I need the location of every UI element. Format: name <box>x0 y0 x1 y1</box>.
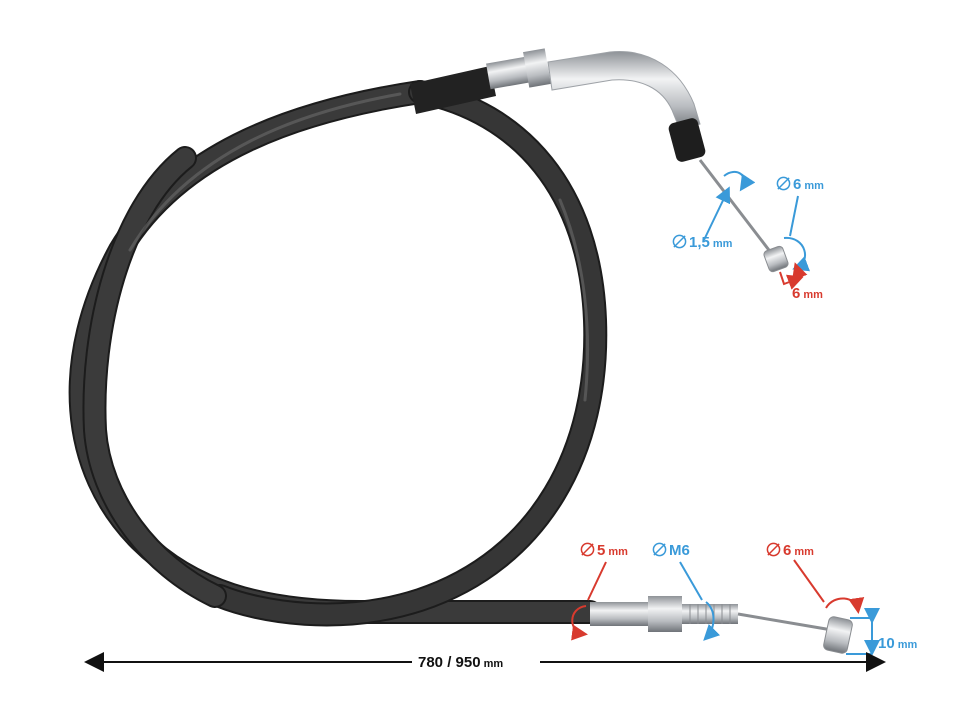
top-fitting <box>410 48 789 273</box>
ferrule-diameter-value: 5 <box>597 542 606 559</box>
bottom-fitting <box>590 596 853 654</box>
top-nipple-length-unit: mm <box>803 289 823 301</box>
thread-size-label: M6 <box>652 542 690 558</box>
overall-length-value: 780 / 950 <box>418 654 481 671</box>
wire-diameter-value: 1,5 <box>689 234 710 251</box>
diameter-icon <box>580 542 595 557</box>
wire-diameter-unit: mm <box>712 238 733 250</box>
bottom-nipple-length-unit: mm <box>897 639 918 651</box>
diameter-icon <box>766 542 781 557</box>
cable-outer-sheath <box>68 80 608 627</box>
diameter-icon <box>776 176 791 191</box>
top-nipple-length-value: 6 <box>792 285 801 302</box>
dimension-marks <box>84 170 886 672</box>
bottom-nipple-diameter-unit: mm <box>794 546 814 558</box>
diameter-icon <box>652 542 667 557</box>
overall-length-unit: mm <box>483 658 504 670</box>
diameter-icon <box>672 234 687 249</box>
ferrule-diameter-unit: mm <box>608 546 628 558</box>
bottom-nipple-length-value: 10 <box>878 635 895 652</box>
thread-size-value: M6 <box>669 542 690 559</box>
top-nipple-diameter-unit: mm <box>804 180 824 192</box>
bottom-nipple-diameter-value: 6 <box>783 542 792 559</box>
top-nipple-diameter-value: 6 <box>793 176 802 193</box>
